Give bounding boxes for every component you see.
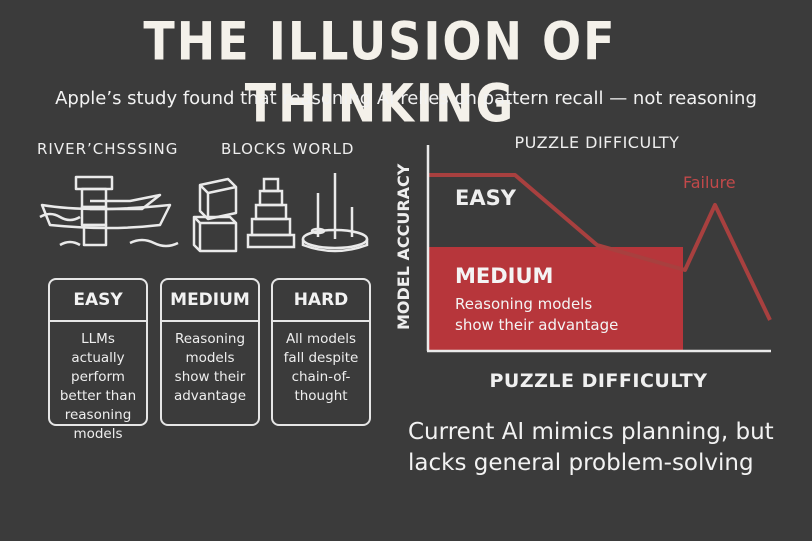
- medium-region-text-2: show their advantage: [455, 316, 618, 334]
- card-line: reasoning: [64, 407, 132, 423]
- y-axis-label: MODEL ACCURACY: [394, 163, 413, 330]
- card-line: show their: [174, 369, 246, 385]
- card-line: models: [73, 426, 123, 442]
- accuracy-line: [428, 173, 772, 321]
- card-line: fall despite: [283, 350, 359, 366]
- card-medium-text: Reasoning models show their advantage: [162, 322, 258, 406]
- card-line: LLMs actually: [71, 331, 125, 366]
- medium-region-label: MEDIUM: [455, 264, 553, 288]
- conclusion-line-2: lacks general problem-solving: [408, 450, 754, 476]
- card-line: thought: [294, 388, 348, 404]
- easy-region-label: EASY: [455, 186, 517, 210]
- river-crossing-label: RIVER’CHSSSING: [37, 140, 179, 158]
- stacked-blocks-icon: [246, 177, 296, 249]
- card-line: All models: [285, 331, 357, 347]
- card-hard-heading: HARD: [273, 280, 369, 322]
- card-hard: HARD All models fall despite chain-of- t…: [271, 278, 371, 426]
- card-line: Reasoning: [174, 331, 246, 347]
- cubes-icon: [192, 177, 238, 253]
- subtitle: Apple’s study found that reasoning AI re…: [55, 88, 757, 109]
- card-line: models: [185, 350, 235, 366]
- card-easy: EASY LLMs actually perform better than r…: [48, 278, 148, 442]
- conclusion-text: Current AI mimics planning, but lacks ge…: [408, 417, 808, 479]
- tower-of-hanoi-icon: [301, 173, 369, 253]
- card-line: advantage: [173, 388, 247, 404]
- medium-region: [428, 247, 683, 350]
- difficulty-chart: PUZZLE DIFFICULTY MODEL ACCURACY EASY ME…: [394, 133, 772, 353]
- card-line: perform: [71, 369, 125, 385]
- medium-region-text-1: Reasoning models: [455, 295, 592, 313]
- blocks-world-label: BLOCKS WORLD: [221, 140, 355, 158]
- conclusion-line-1: Current AI mimics planning, but: [408, 419, 774, 445]
- card-easy-heading: EASY: [50, 280, 146, 322]
- puzzle-illustrations: [39, 173, 369, 253]
- card-line: chain-of-: [291, 369, 351, 385]
- card-medium: MEDIUM Reasoning models show their advan…: [160, 278, 260, 426]
- page-title: THE ILLUSION OF THINKING: [143, 9, 617, 135]
- card-line: better than: [59, 388, 137, 404]
- card-medium-heading: MEDIUM: [162, 280, 258, 322]
- x-axis-label: PUZZLE DIFFICULTY: [489, 370, 708, 392]
- card-easy-text: LLMs actually perform better than reason…: [50, 322, 146, 444]
- chart-top-label: PUZZLE DIFFICULTY: [515, 133, 680, 152]
- boat-icon: [39, 175, 179, 248]
- failure-label: Failure: [683, 173, 736, 192]
- card-hard-text: All models fall despite chain-of- though…: [273, 322, 369, 406]
